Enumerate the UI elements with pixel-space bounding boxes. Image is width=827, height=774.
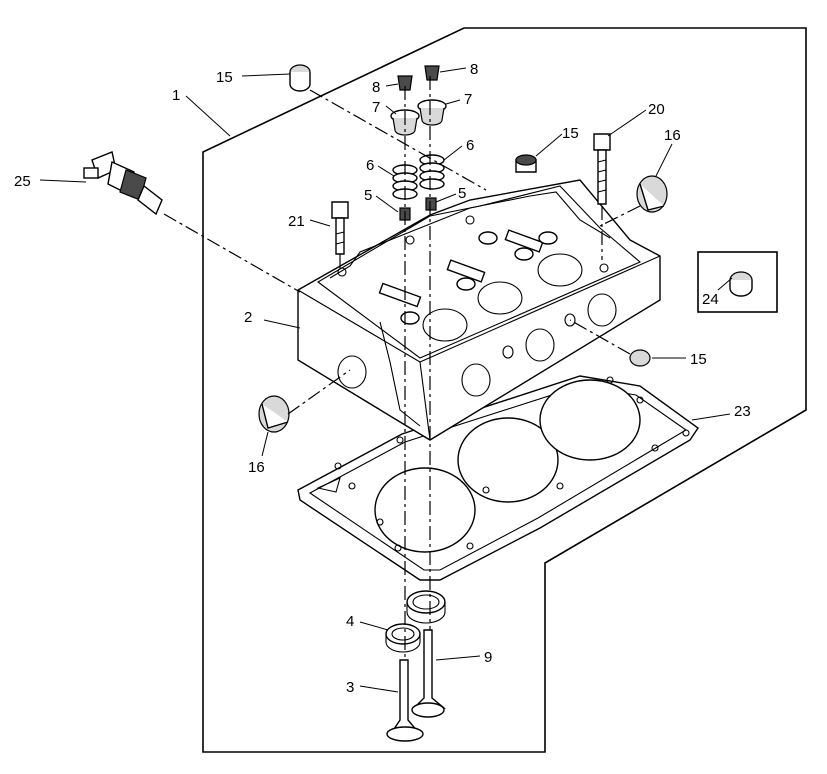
valves [386,629,446,742]
cup-plug-16-left [258,395,290,433]
callout-20: 20 [648,101,665,118]
bolt-20 [593,133,611,205]
callout-4: 4 [346,613,354,630]
inset-box-24 [697,251,778,313]
cup-plug-16-right [636,175,668,213]
callout-15-top: 15 [216,69,233,86]
callout-8-right: 8 [470,61,478,78]
callout-1: 1 [172,87,180,104]
cylinder-head [297,179,661,441]
assembly-boundary-frame [202,27,807,753]
head-gasket [297,375,699,581]
plug-15-middle [515,154,537,173]
spring-retainers [390,99,447,136]
bolt-21 [331,201,349,255]
callout-2: 2 [244,309,252,326]
callout-15-right: 15 [690,351,707,368]
callout-16-right: 16 [664,127,681,144]
valve-springs [392,154,445,200]
callout-7-right: 7 [464,91,472,108]
callout-16-left: 16 [248,459,265,476]
callout-7-left: 7 [372,99,380,116]
callout-23: 23 [734,403,751,420]
valve-collets [397,65,440,91]
callout-15-middle: 15 [562,125,579,142]
callout-3: 3 [346,679,354,696]
callout-5-right: 5 [458,185,466,202]
plug-15-top [289,64,311,92]
callout-24: 24 [702,291,719,308]
callout-6-right: 6 [466,137,474,154]
callout-5-left: 5 [364,187,372,204]
valve-seat-inserts [385,590,446,653]
leader-lines [39,67,733,693]
cap-plug-24 [729,271,753,297]
assembly-axis-lines [163,76,641,660]
callout-8-left: 8 [372,79,380,96]
callout-6-left: 6 [366,157,374,174]
plug-15-right [629,349,651,367]
callout-25: 25 [14,173,31,190]
callout-labels: 1 15 25 2 21 8 8 7 7 6 6 5 5 15 20 16 24… [14,61,751,696]
callout-9: 9 [484,649,492,666]
temperature-sender [83,151,163,216]
callout-21: 21 [288,213,305,230]
